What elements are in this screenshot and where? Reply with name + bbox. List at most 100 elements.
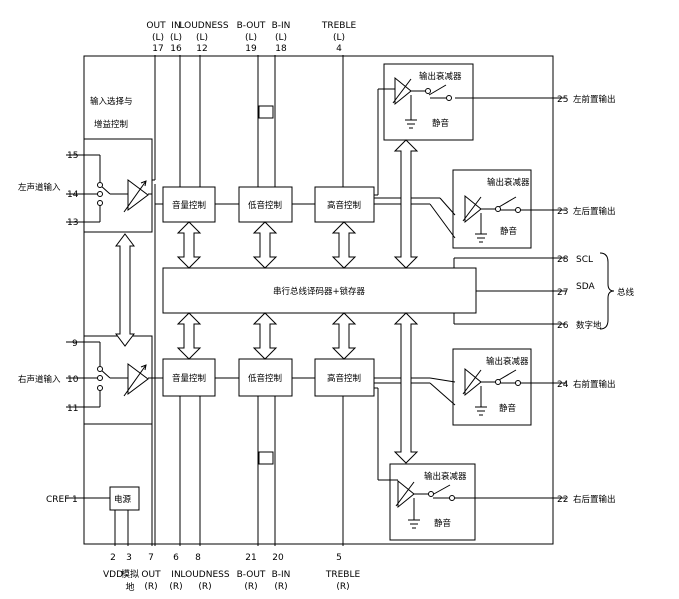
volume-label-right: 音量控制 bbox=[172, 373, 206, 384]
pin-14: 14 bbox=[67, 190, 79, 200]
pin-bout-l-num: 19 bbox=[245, 44, 257, 54]
input-select-title-1: 输入选择与 bbox=[90, 96, 133, 107]
attenuator-amp-3-icon bbox=[464, 367, 482, 397]
bidirectional-arrow-attenuator-left bbox=[393, 139, 419, 269]
bidirectional-arrow-left-select bbox=[115, 233, 135, 347]
pin-in-l-ch: (L) bbox=[170, 33, 182, 43]
pin-agnd-num: 3 bbox=[126, 553, 132, 563]
pin-out-l-ch: (L) bbox=[152, 33, 164, 43]
bidirectional-arrow-attenuator-right bbox=[393, 312, 419, 464]
pin-out-l-name: OUT bbox=[146, 21, 166, 31]
attenuator-box-1 bbox=[383, 63, 474, 141]
attenuator-amp-4-icon bbox=[397, 479, 415, 509]
attenuator-amp-2-icon bbox=[464, 194, 482, 224]
pin-vdd-num: 2 bbox=[110, 553, 116, 563]
pin-bout-l-ch: (L) bbox=[245, 33, 257, 43]
bus-decoder-label: 串行总线译码器+锁存器 bbox=[273, 286, 366, 297]
attenuator-box-2 bbox=[452, 169, 532, 249]
pin-out-r-name: OUT bbox=[141, 570, 161, 580]
bidirectional-arrow-treble-right bbox=[331, 312, 357, 360]
bidirectional-arrow-volume-left bbox=[176, 221, 202, 269]
pin-bout-r-ch: (R) bbox=[244, 582, 257, 592]
pin-11: 11 bbox=[67, 404, 78, 414]
output-22-num: 22 bbox=[557, 495, 568, 505]
mute-label-4: 静音 bbox=[434, 518, 452, 529]
pin-out-l-num: 17 bbox=[152, 44, 163, 54]
bidirectional-arrow-volume-right bbox=[176, 312, 202, 360]
cref-pin: 1 bbox=[72, 495, 78, 505]
pin-agnd-ch: 地 bbox=[125, 581, 134, 593]
output-22-label: 右后置输出 bbox=[573, 494, 616, 505]
power-label: 电源 bbox=[114, 494, 132, 505]
bass-label-right: 低音控制 bbox=[248, 373, 282, 384]
pin-in-l-name: IN bbox=[171, 21, 180, 31]
pin-out-r-num: 7 bbox=[148, 553, 154, 563]
pin-in-r-name: IN bbox=[171, 570, 180, 580]
pin-13: 13 bbox=[67, 218, 78, 228]
mute-label-2: 静音 bbox=[500, 226, 518, 237]
pin-vdd-name: VDD bbox=[103, 570, 123, 580]
bus-pin-27-num: 27 bbox=[557, 288, 568, 298]
mute-label-3: 静音 bbox=[499, 403, 517, 414]
pin-in-r-num: 6 bbox=[173, 553, 179, 563]
pin-treble-r-ch: (R) bbox=[336, 582, 349, 592]
attenuator-label-1: 输出衰减器 bbox=[419, 71, 462, 82]
pin-loudness-r-ch: (R) bbox=[198, 582, 211, 592]
pin-bin-l-num: 18 bbox=[275, 44, 287, 54]
bus-pin-26-num: 26 bbox=[557, 321, 569, 331]
volume-label-left: 音量控制 bbox=[172, 200, 206, 211]
pin-15: 15 bbox=[67, 151, 78, 161]
pin-treble-r-num: 5 bbox=[336, 553, 342, 563]
output-24-label: 右前置输出 bbox=[573, 379, 616, 390]
bus-pin-28-num: 28 bbox=[557, 255, 569, 265]
mute-label-1: 静音 bbox=[432, 118, 450, 129]
output-23-label: 左后置输出 bbox=[573, 206, 616, 217]
pin-in-l-num: 16 bbox=[170, 44, 182, 54]
pin-in-r-ch: (R) bbox=[169, 582, 182, 592]
pin-bin-l-ch: (L) bbox=[275, 33, 287, 43]
attenuator-box-3 bbox=[452, 348, 532, 426]
bass-capacitor-right bbox=[258, 451, 274, 465]
pin-bin-r-ch: (R) bbox=[274, 582, 287, 592]
output-25-label: 左前置输出 bbox=[573, 94, 616, 105]
pin-bout-l-name: B-OUT bbox=[237, 21, 266, 31]
output-23-num: 23 bbox=[557, 207, 568, 217]
bus-pin-26-label: 数字地 bbox=[576, 320, 602, 331]
bidirectional-arrow-treble-left bbox=[331, 221, 357, 269]
pin-out-r-ch: (R) bbox=[144, 582, 157, 592]
chip-outline bbox=[83, 55, 554, 545]
bus-pin-28-label: SCL bbox=[576, 255, 593, 265]
bass-label-left: 低音控制 bbox=[248, 200, 282, 211]
right-input-label: 右声道输入 bbox=[18, 374, 61, 385]
bus-pin-27-label: SDA bbox=[576, 282, 595, 292]
pin-treble-l-name: TREBLE bbox=[321, 21, 357, 31]
output-24-num: 24 bbox=[557, 380, 569, 390]
pin-bin-r-name: B-IN bbox=[272, 570, 291, 580]
treble-label-right: 高音控制 bbox=[327, 373, 361, 384]
pin-bout-r-num: 21 bbox=[245, 553, 256, 563]
pin-bout-r-name: B-OUT bbox=[237, 570, 266, 580]
pin-10: 10 bbox=[67, 375, 79, 385]
gain-amp-right-icon bbox=[127, 363, 149, 395]
bidirectional-arrow-bass-left bbox=[252, 221, 278, 269]
cref-label: CREF bbox=[46, 495, 69, 505]
attenuator-label-2: 输出衰减器 bbox=[487, 177, 530, 188]
pin-loudness-r-name: LOUDNESS bbox=[180, 570, 229, 580]
pin-treble-r-name: TREBLE bbox=[325, 570, 361, 580]
pin-bin-r-num: 20 bbox=[272, 553, 284, 563]
pin-treble-l-ch: (L) bbox=[333, 33, 345, 43]
attenuator-amp-1-icon bbox=[394, 76, 412, 106]
left-input-select-box bbox=[83, 138, 153, 233]
bus-label: 总线 bbox=[617, 287, 635, 298]
input-select-title-2: 增益控制 bbox=[94, 119, 128, 130]
gain-amp-left-icon bbox=[127, 179, 149, 211]
pin-bin-l-name: B-IN bbox=[272, 21, 291, 31]
pin-agnd-name: 模拟 bbox=[121, 568, 139, 580]
pin-loudness-l-num: 12 bbox=[196, 44, 207, 54]
treble-label-left: 高音控制 bbox=[327, 200, 361, 211]
attenuator-label-3: 输出衰减器 bbox=[486, 356, 529, 367]
bidirectional-arrow-bass-right bbox=[252, 312, 278, 360]
bass-capacitor-left bbox=[258, 105, 274, 119]
left-input-label: 左声道输入 bbox=[18, 182, 61, 193]
